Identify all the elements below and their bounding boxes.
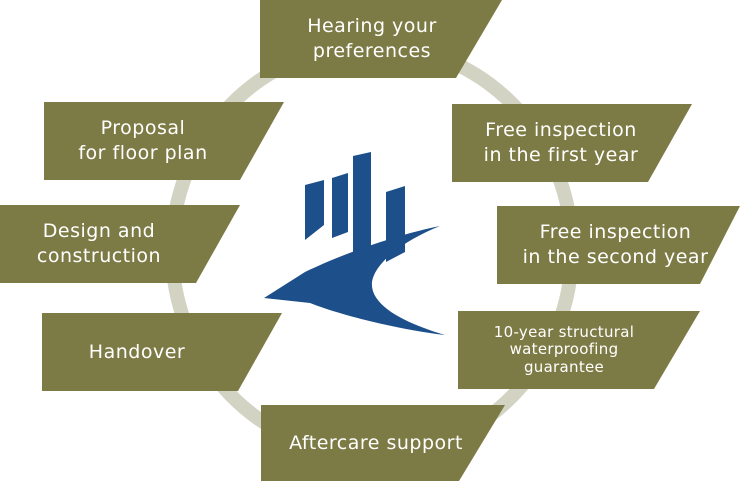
- step-handover: Handover: [42, 313, 282, 391]
- step-label: Free inspection in the second year: [522, 221, 709, 268]
- step-label: Aftercare support: [289, 431, 463, 454]
- step-aftercare-support: Aftercare support: [261, 405, 505, 481]
- building-skyline-logo-icon: [264, 152, 445, 335]
- step-waterproofing-guarantee: 10-year structural waterproofing guarant…: [458, 311, 700, 389]
- step-free-inspection-first-year: Free inspection in the first year: [452, 104, 692, 182]
- step-label: Design and construction: [36, 220, 162, 267]
- step-label: Hearing your preferences: [307, 15, 437, 62]
- step-label: 10-year structural waterproofing guarant…: [493, 323, 635, 376]
- step-label: Free inspection in the first year: [483, 119, 639, 166]
- step-design-construction: Design and construction: [0, 205, 240, 283]
- step-proposal-floor-plan: Proposal for floor plan: [44, 102, 284, 180]
- step-label: Proposal for floor plan: [78, 117, 208, 164]
- step-hearing-preferences: Hearing your preferences: [260, 0, 502, 78]
- step-label: Handover: [88, 340, 186, 363]
- step-free-inspection-second-year: Free inspection in the second year: [497, 206, 740, 284]
